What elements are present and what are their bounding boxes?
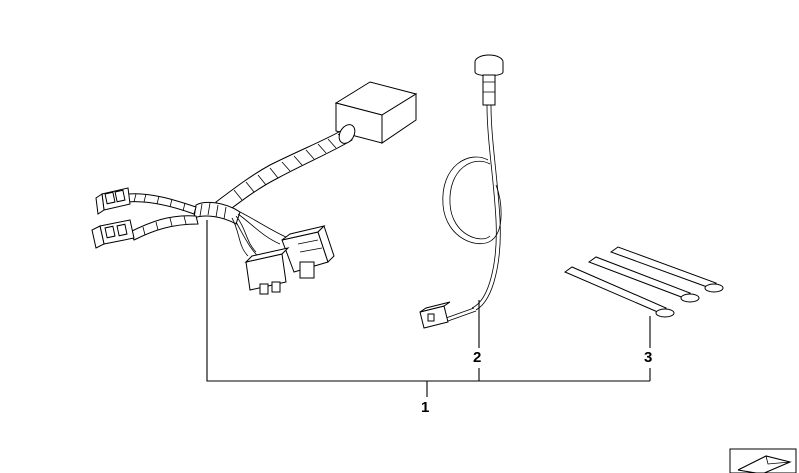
callout-3: 3 (644, 349, 652, 366)
leader-lines (206, 220, 651, 397)
cable-tie-3 (563, 266, 675, 318)
wiring-harness[interactable] (91, 81, 418, 295)
harness-left-branches (125, 193, 199, 241)
cable-loop (442, 104, 502, 322)
callout-2: 2 (473, 349, 481, 366)
cable-tie-1 (609, 246, 724, 293)
right-connector-large (281, 225, 335, 279)
scissors-icon (729, 448, 797, 473)
harness-trunk (215, 124, 356, 215)
cable-small-connector (419, 301, 451, 329)
right-connector-small (244, 247, 290, 295)
cable-tie-2 (587, 256, 700, 303)
harness-junction (193, 201, 241, 225)
round-plug (474, 54, 504, 106)
cable-with-plug[interactable] (419, 54, 504, 329)
left-connector-lower (91, 219, 135, 249)
left-connector-upper (95, 187, 131, 215)
cable-ties[interactable] (563, 246, 724, 318)
callout-1: 1 (421, 399, 429, 416)
